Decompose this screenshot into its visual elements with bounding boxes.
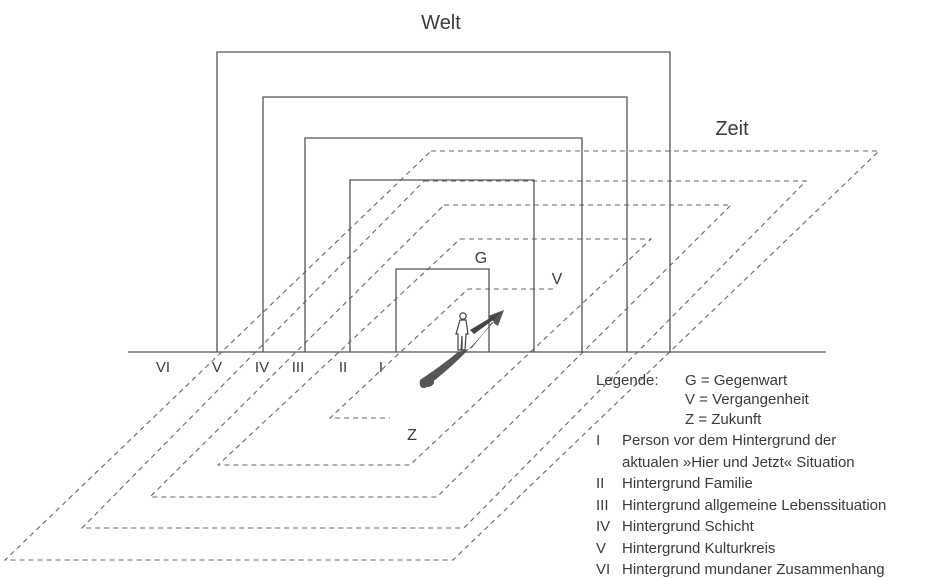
legend-item-text: Person vor dem Hintergrund der xyxy=(622,432,836,449)
legend-item-text: Hintergrund Kulturkreis xyxy=(622,540,775,557)
legend-z: Z = Zukunft xyxy=(685,411,762,428)
legend-item-num: II xyxy=(596,475,604,492)
legend-v: V = Vergangenheit xyxy=(685,391,810,408)
frame-vi xyxy=(216,51,671,352)
marker-v: V xyxy=(552,271,563,288)
legend-item-text: Hintergrund allgemeine Lebenssituation xyxy=(622,497,886,514)
level-label-v: V xyxy=(212,359,222,376)
legend-item-num: VI xyxy=(596,561,610,578)
level-labels: VI V IV III II I xyxy=(156,359,383,376)
time-plane-v xyxy=(80,180,808,529)
level-label-i: I xyxy=(379,359,383,376)
time-plane-ii xyxy=(328,288,553,419)
marker-g: G xyxy=(475,250,487,267)
level-label-vi: VI xyxy=(156,359,170,376)
legend-g: G = Gegenwart xyxy=(685,372,788,389)
frame-iv xyxy=(304,137,583,352)
legend-item-num: V xyxy=(596,540,606,557)
person-shadow xyxy=(419,310,504,389)
legend-item-text: Hintergrund Familie xyxy=(622,475,753,492)
frame-ii xyxy=(395,268,490,352)
legend-item-text: Hintergrund mundaner Zusammenhang xyxy=(622,561,885,578)
time-planes xyxy=(3,150,881,561)
legend-item-text: Hintergrund Schicht xyxy=(622,518,755,535)
person-figure xyxy=(455,312,469,351)
frame-iii xyxy=(349,179,535,352)
time-plane-vi xyxy=(3,150,881,561)
legend: Legende: G = Gegenwart V = Vergangenheit… xyxy=(596,372,886,578)
time-title: Zeit xyxy=(715,118,749,140)
legend-item-text: aktualen »Hier und Jetzt« Situation xyxy=(622,454,855,471)
legend-heading: Legende: xyxy=(596,372,659,389)
level-label-iii: III xyxy=(292,359,305,376)
frame-v xyxy=(262,96,628,352)
legend-item-num: IV xyxy=(596,518,610,535)
legend-item-num: I xyxy=(596,432,600,449)
level-label-ii: II xyxy=(339,359,347,376)
legend-item-num: III xyxy=(596,497,609,514)
world-title: Welt xyxy=(421,12,461,34)
level-label-iv: IV xyxy=(255,359,269,376)
time-plane-iv xyxy=(148,204,733,498)
time-plane-iii xyxy=(216,238,653,466)
marker-z: Z xyxy=(407,427,417,444)
world-frames xyxy=(216,51,671,352)
